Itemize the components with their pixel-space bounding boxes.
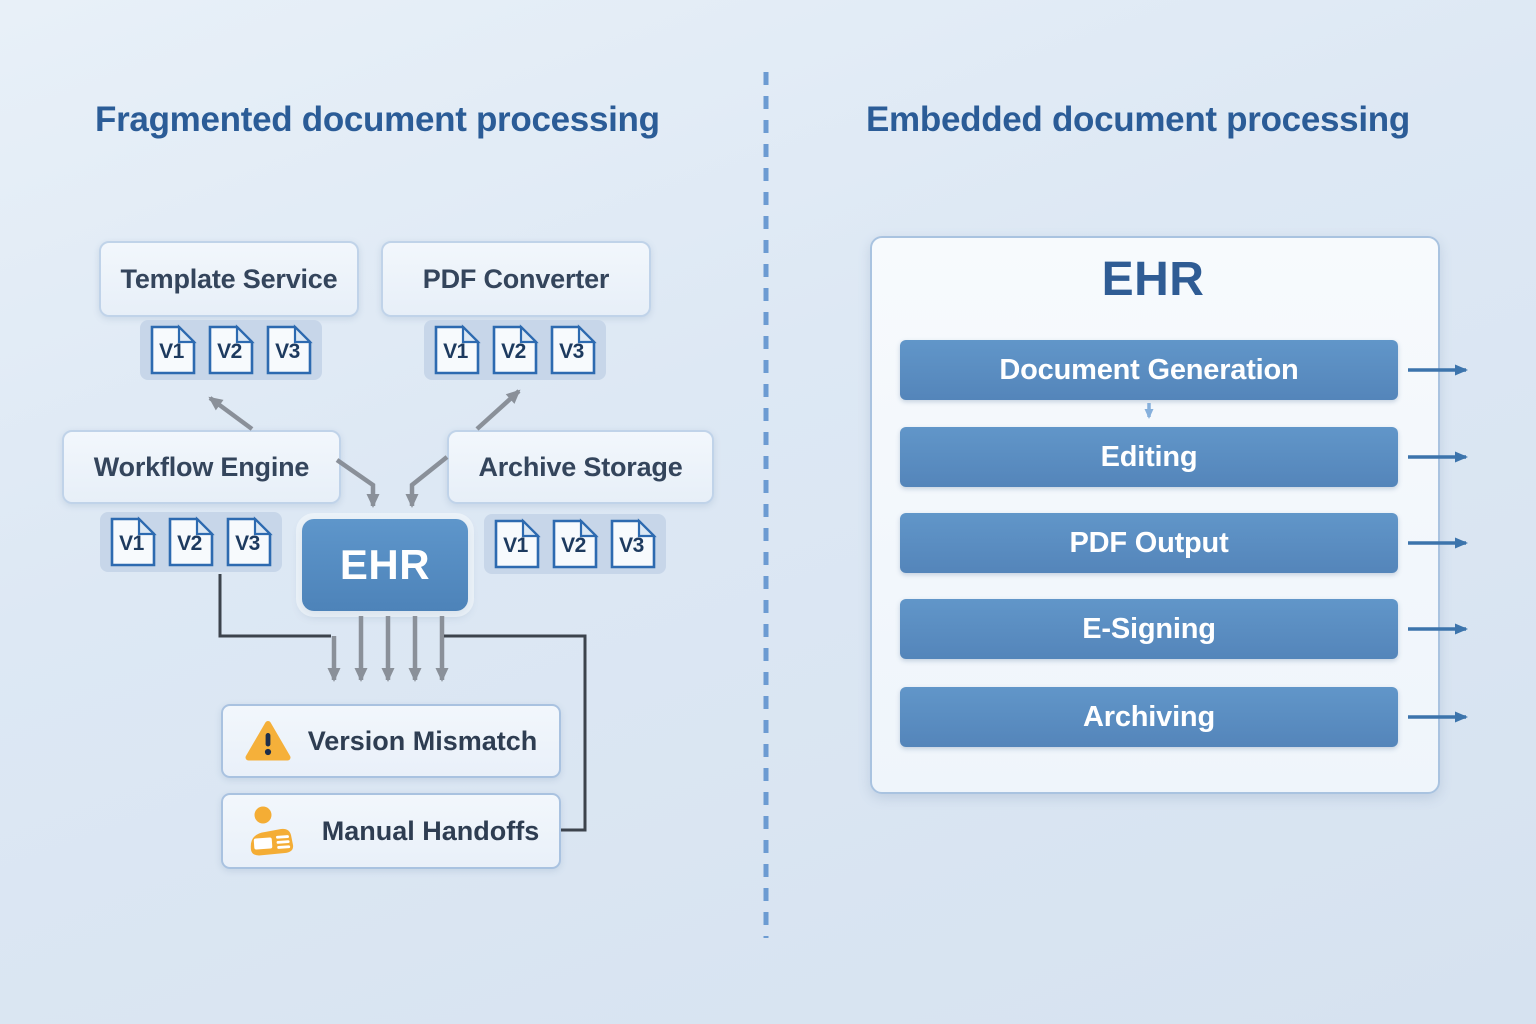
version-label: V2	[217, 340, 242, 363]
version-chip: V2	[166, 516, 216, 568]
document-icon	[494, 518, 541, 569]
version-label: V1	[443, 340, 468, 363]
archive-storage-box: Archive Storage	[447, 430, 714, 504]
pdf-converter-box: PDF Converter	[381, 241, 651, 317]
template-service-versions: V1 V2 V3	[140, 320, 322, 380]
version-label: V3	[619, 534, 644, 557]
capability-bar-document-generation: Document Generation	[900, 340, 1398, 400]
right-panel-title: Embedded document processing	[866, 100, 1410, 139]
archive-storage-versions: V1 V2 V3	[484, 514, 666, 574]
warning-icon	[245, 721, 291, 761]
version-mismatch-label: Version Mismatch	[307, 725, 538, 756]
version-chip: V1	[492, 518, 542, 570]
document-icon	[208, 324, 255, 375]
version-label: V2	[501, 340, 526, 363]
document-icon	[552, 518, 599, 569]
version-chip: V3	[264, 324, 314, 376]
document-icon	[226, 516, 273, 567]
capability-bar-archiving: Archiving	[900, 687, 1398, 747]
version-label: V1	[119, 532, 144, 555]
arrow-workflow-to-template-versions	[208, 396, 254, 431]
left-panel-title: Fragmented document processing	[95, 100, 660, 139]
arrow-workflow-to-ehr	[335, 458, 380, 508]
version-label: V1	[503, 534, 528, 557]
document-icon	[550, 324, 597, 375]
version-label: V3	[559, 340, 584, 363]
pdf-converter-versions: V1 V2 V3	[424, 320, 606, 380]
workflow-engine-versions: V1 V2 V3	[100, 512, 282, 572]
document-icon	[492, 324, 539, 375]
version-chip: V1	[108, 516, 158, 568]
template-service-box: Template Service	[99, 241, 359, 317]
version-chip: V2	[550, 518, 600, 570]
ehr-hub-box: EHR	[302, 519, 468, 611]
capability-bar-e-signing: E-Signing	[900, 599, 1398, 659]
version-label: V2	[561, 534, 586, 557]
arrow-archive-to-pdf-versions	[475, 389, 521, 431]
document-icon	[610, 518, 657, 569]
version-chip: V1	[148, 324, 198, 376]
document-icon	[266, 324, 313, 375]
version-label: V3	[275, 340, 300, 363]
version-chip: V2	[490, 324, 540, 376]
document-icon	[434, 324, 481, 375]
capability-bar-pdf-output: PDF Output	[900, 513, 1398, 573]
version-chip: V1	[432, 324, 482, 376]
manual-handoffs-label: Manual Handoffs	[321, 815, 540, 846]
workflow-engine-box: Workflow Engine	[62, 430, 341, 504]
document-icon	[150, 324, 197, 375]
version-mismatch-box: Version Mismatch	[221, 704, 561, 778]
version-label: V2	[177, 532, 202, 555]
arrow-archive-to-ehr	[405, 455, 449, 508]
document-icon	[168, 516, 215, 567]
capability-bar-editing: Editing	[900, 427, 1398, 487]
version-chip: V3	[608, 518, 658, 570]
version-label: V1	[159, 340, 184, 363]
person-document-icon	[250, 806, 293, 856]
ehr-card-title: EHR	[1101, 253, 1205, 306]
version-chip: V3	[548, 324, 598, 376]
manual-handoffs-box: Manual Handoffs	[221, 793, 561, 869]
version-label: V3	[235, 532, 260, 555]
document-icon	[110, 516, 157, 567]
version-chip: V3	[224, 516, 274, 568]
version-chip: V2	[206, 324, 256, 376]
